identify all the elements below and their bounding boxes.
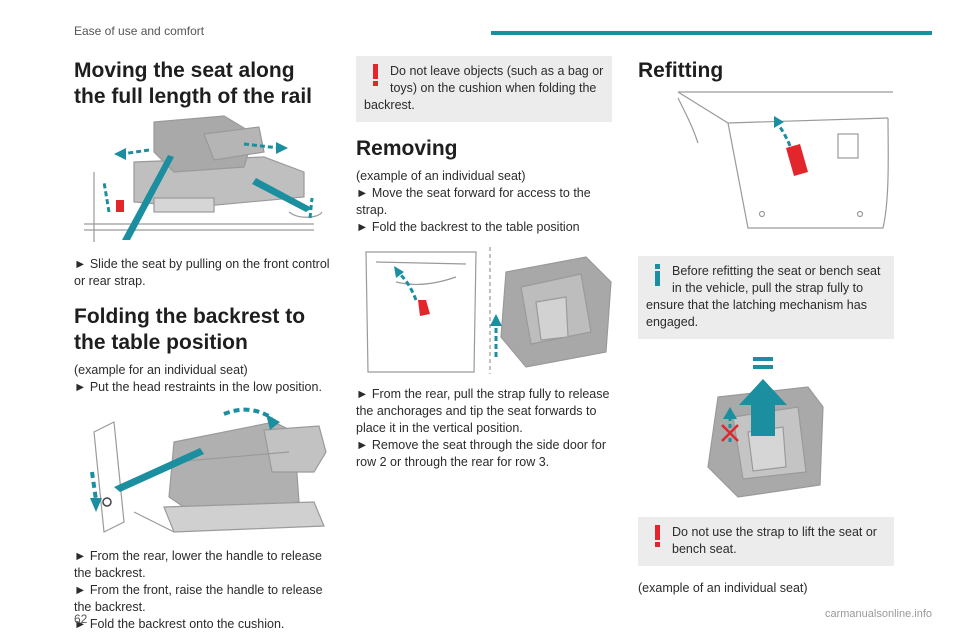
warning-lift-note: Do not use the strap to lift the seat or… [638,517,894,566]
section-title: Ease of use and comfort [74,24,205,38]
column-3: Refitting Before refitting the seat or b… [638,56,894,597]
figure-latching [707,357,824,498]
figure-fold-backrest [90,407,327,533]
text-pull-strap: ► From the rear, pull the strap fully to… [356,387,610,435]
column-2: Do not leave objects (such as a bag or t… [356,56,612,471]
warning-lift-text: Do not use the strap to lift the seat or… [672,525,877,556]
watermark: carmanualsonline.info [824,608,932,620]
text-fold-cushion: ► Fold the backrest onto the cushion. [74,617,285,631]
heading-refitting: Refitting [638,59,724,82]
info-icon [655,264,660,286]
warning-icon [373,64,378,86]
text-example-individual-3: (example of an individual seat) [638,581,808,595]
text-example-individual: (example for an individual seat) [74,363,248,377]
figure-seat-rail [84,115,323,242]
heading-removing: Removing [356,137,458,160]
text-remove-seat: ► Remove the seat through the side door … [356,438,607,469]
warning-objects-text: Do not leave objects (such as a bag or t… [364,64,604,112]
header-accent-bar [491,31,932,35]
warning-objects-note: Do not leave objects (such as a bag or t… [356,56,612,122]
info-refitting-note: Before refitting the seat or bench seat … [638,256,894,339]
text-move-seat-forward: ► Move the seat forward for access to th… [356,186,591,217]
figure-removing-seat [365,247,612,374]
text-raise-handle: ► From the front, raise the handle to re… [74,583,323,614]
page-number: 62 [74,612,88,626]
heading-folding-backrest: Folding the backrest to the table positi… [74,305,306,354]
warning-icon [655,525,660,547]
column-1: Moving the seat along the full length of… [74,56,330,633]
text-fold-table: ► Fold the backrest to the table positio… [356,220,580,234]
figure-refitting [677,91,893,229]
heading-moving-seat: Moving the seat along the full length of… [74,59,312,108]
text-example-individual-2: (example of an individual seat) [356,169,526,183]
info-refitting-text: Before refitting the seat or bench seat … [646,264,881,329]
text-head-restraints: ► Put the head restraints in the low pos… [74,380,322,394]
text-slide-seat: ► Slide the seat by pulling on the front… [74,257,330,288]
text-lower-handle: ► From the rear, lower the handle to rel… [74,549,322,580]
